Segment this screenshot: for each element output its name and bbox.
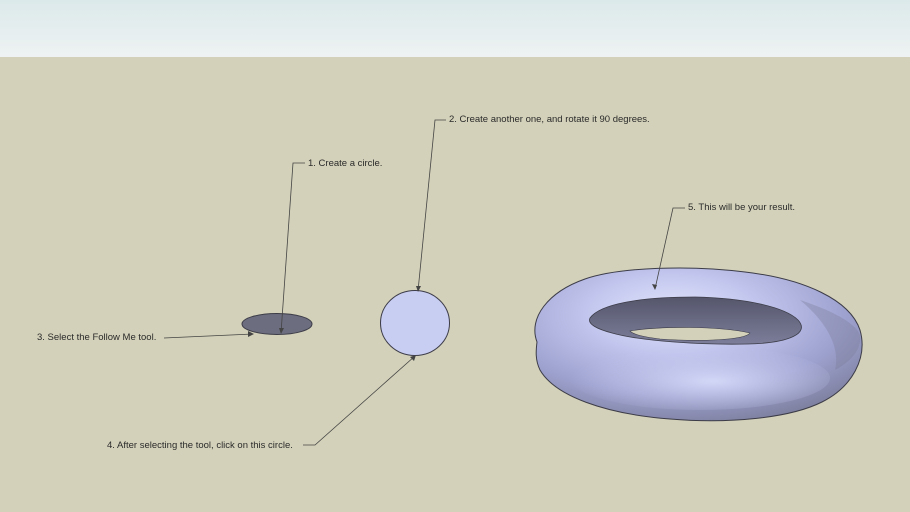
annotation-step1: 1. Create a circle. (308, 158, 383, 169)
arrowhead-step2 (416, 286, 421, 292)
upright-circle[interactable] (380, 290, 450, 356)
torus-front-highlight (570, 346, 830, 410)
annotation-step4: 4. After selecting the tool, click on th… (107, 440, 293, 451)
flat-circle[interactable] (241, 313, 313, 335)
annotation-step5: 5. This will be your result. (688, 202, 796, 213)
torus-right-shadow (800, 300, 861, 370)
annotation-step3: 3. Select the Follow Me tool. (37, 332, 157, 343)
sky-background (0, 0, 910, 57)
arrowhead-step1 (279, 328, 284, 334)
arrowhead-step5 (652, 284, 657, 290)
arrowhead-step4 (410, 355, 416, 361)
arrowhead-step3 (248, 331, 254, 337)
leader-line-step2 (417, 119, 446, 292)
leader-lines (163, 119, 685, 446)
leader-line-step4 (303, 355, 416, 446)
leader-line-step1 (280, 162, 305, 334)
leader-arrowheads (248, 284, 657, 361)
torus-result[interactable] (534, 267, 863, 422)
annotation-step2: 2. Create another one, and rotate it 90 … (449, 114, 650, 125)
leader-line-step5 (654, 207, 685, 290)
leader-line-step3 (163, 333, 254, 339)
torus-hole-ground (629, 327, 751, 341)
